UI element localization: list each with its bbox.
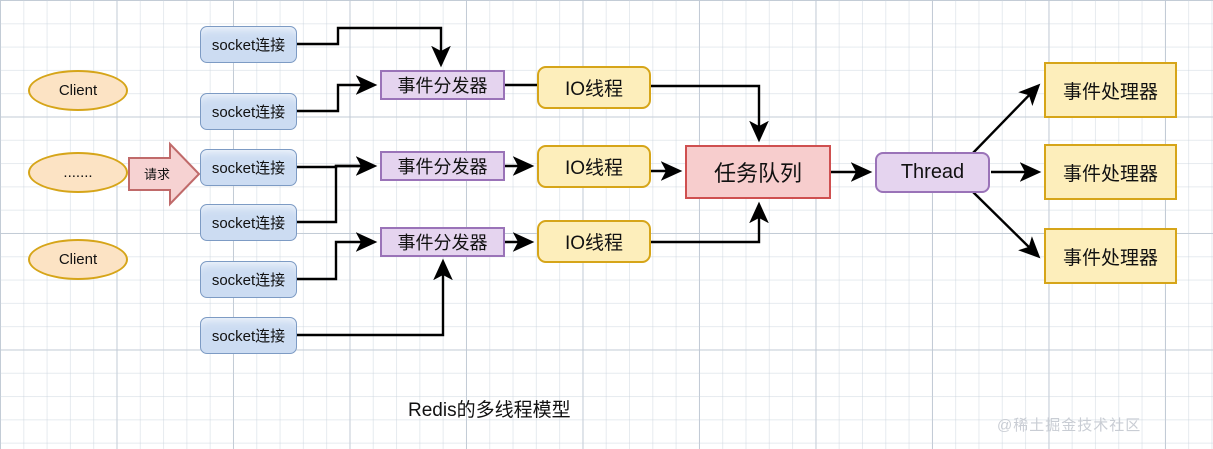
edge-thread-handler1 [971,83,1041,155]
event-dispatcher-label: 事件分发器 [397,157,488,177]
diagram-caption: Redis的多线程模型 [408,400,571,421]
io-thread-label: IO线程 [564,79,624,100]
socket-label: socket连接 [211,160,286,177]
socket-label: socket连接 [211,104,286,121]
edge-io3-queue [651,201,769,244]
event-handler-label: 事件处理器 [1062,247,1158,269]
io-thread-label: IO线程 [564,233,624,254]
edge-socket5-dispatcher3 [297,232,378,281]
edge-socket4-dispatcher2 [297,164,374,224]
task-queue-node[interactable]: 任务队列 [685,145,831,199]
edge-socket3-dispatcher2 [297,156,378,176]
edge-socket2-dispatcher1 [297,75,378,113]
event-dispatcher-node-3[interactable]: 事件分发器 [380,227,505,257]
edge-socket1-dispatcher1 [297,26,451,68]
io-thread-node-2[interactable]: IO线程 [537,145,651,188]
io-thread-node-3[interactable]: IO线程 [537,220,651,263]
thread-node[interactable]: Thread [875,152,990,193]
event-handler-node-1[interactable]: 事件处理器 [1044,62,1177,118]
client-node-2[interactable]: Client [28,239,128,280]
socket-node-6[interactable]: socket连接 [200,317,297,354]
watermark: @稀土掘金技术社区 [997,417,1142,434]
event-dispatcher-node-1[interactable]: 事件分发器 [380,70,505,100]
socket-label: socket连接 [211,272,286,289]
socket-node-3[interactable]: socket连接 [200,149,297,186]
socket-label: socket连接 [211,37,286,54]
io-thread-node-1[interactable]: IO线程 [537,66,651,109]
socket-node-4[interactable]: socket连接 [200,204,297,241]
client-label: Client [58,251,98,268]
edge-io1-queue [651,84,769,143]
socket-node-1[interactable]: socket连接 [200,26,297,63]
socket-node-2[interactable]: socket连接 [200,93,297,130]
edge-thread-handler3 [971,190,1041,259]
client-label: Client [58,82,98,99]
event-handler-node-3[interactable]: 事件处理器 [1044,228,1177,284]
event-handler-label: 事件处理器 [1062,81,1158,103]
event-dispatcher-node-2[interactable]: 事件分发器 [380,151,505,181]
task-queue-label: 任务队列 [713,161,802,186]
thread-label: Thread [900,161,965,183]
io-thread-label: IO线程 [564,158,624,179]
socket-label: socket连接 [211,328,286,345]
event-dispatcher-label: 事件分发器 [397,233,488,253]
event-handler-label: 事件处理器 [1062,163,1158,185]
event-handler-node-2[interactable]: 事件处理器 [1044,144,1177,200]
client-label: ....... [63,164,93,181]
edge-socket6-dispatcher3 [297,258,453,337]
request-label: 请求 [144,167,171,182]
socket-node-5[interactable]: socket连接 [200,261,297,298]
client-node-ellipsis[interactable]: ....... [28,152,128,193]
client-node-1[interactable]: Client [28,70,128,111]
event-dispatcher-label: 事件分发器 [397,76,488,96]
socket-label: socket连接 [211,215,286,232]
